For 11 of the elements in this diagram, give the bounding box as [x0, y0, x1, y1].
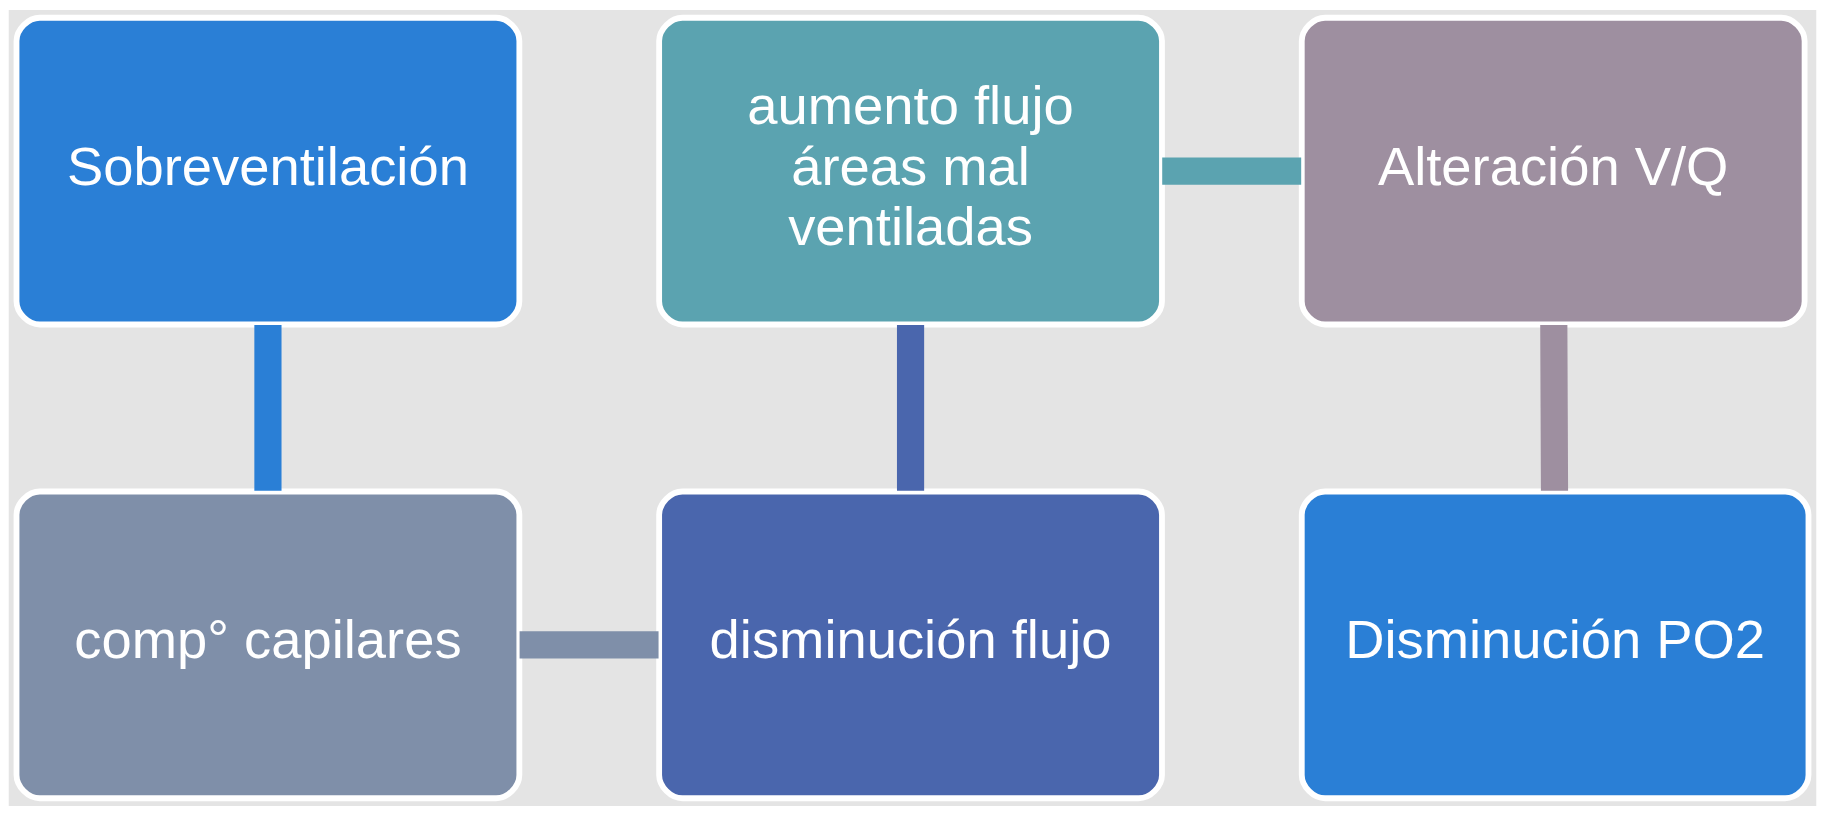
node-box: comp° capilares	[13, 488, 523, 801]
node-box: disminución flujo	[656, 488, 1165, 801]
node-box: Alteración V/Q	[1298, 14, 1808, 327]
node-box: Disminución PO2	[1298, 488, 1812, 801]
connector	[1540, 324, 1569, 491]
connector	[1162, 157, 1302, 185]
node-box: Sobreventilación	[13, 14, 523, 327]
connector	[254, 324, 282, 491]
connector	[896, 324, 925, 491]
node-box: aumento flujo áreas mal ventiladas	[656, 14, 1165, 327]
connector	[519, 630, 659, 658]
